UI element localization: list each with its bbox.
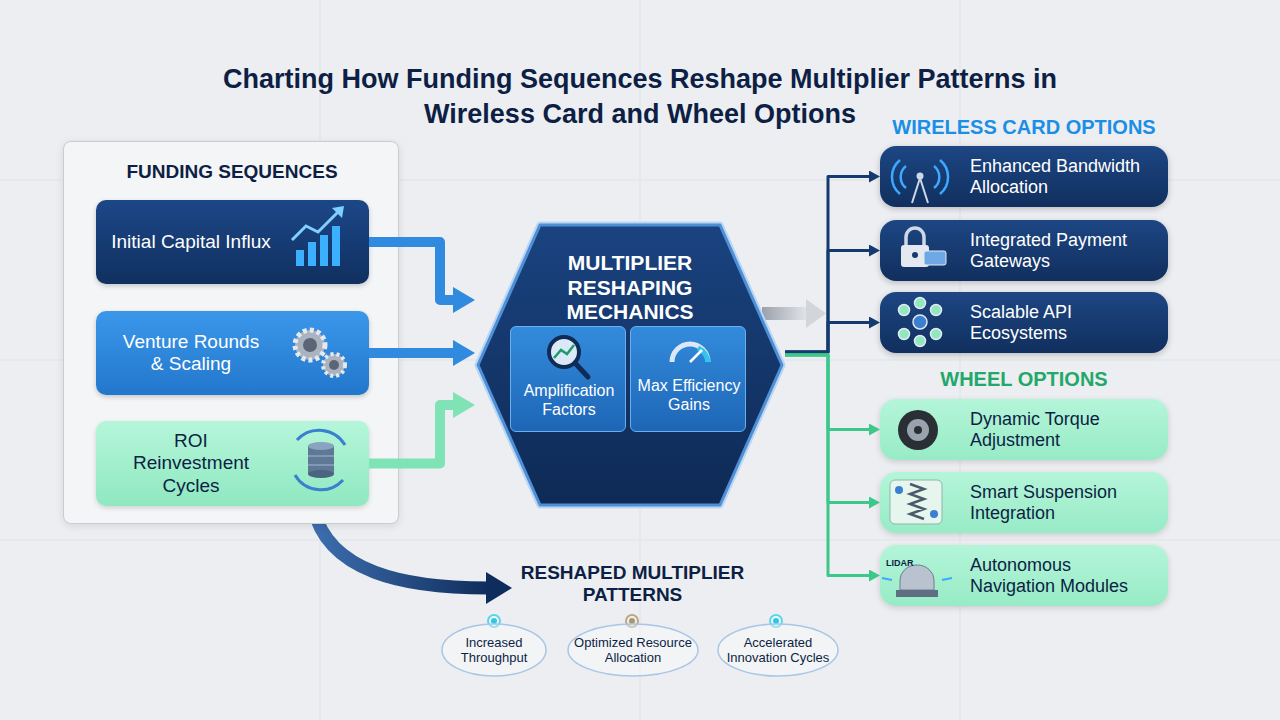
mechanic-box: Max Efficiency Gains [630, 326, 746, 432]
node-text: Optimized Resource Allocation [568, 622, 698, 678]
connector-arrow [785, 355, 869, 576]
group-panel: FUNDING SEQUENCES Initial Capital InfluxV… [63, 141, 399, 524]
hexagon-hub: MULTIPLIER RESHAPING MECHANICS Amplificat… [475, 222, 785, 508]
pattern-ellipse: Optimized Resource Allocation [566, 622, 700, 678]
group-heading: WHEEL OPTIONS [880, 368, 1168, 391]
mechanic-box: Amplification Factors [510, 326, 626, 432]
process-box: Initial Capital Influx [96, 200, 369, 284]
node-text: ROI Reinvestment Cycles [126, 421, 256, 506]
connector-arrow [785, 177, 869, 353]
connector-arrow [785, 323, 869, 353]
node-text: Scalable API Ecosystems [970, 292, 1160, 353]
flow-arrow-gray [762, 299, 826, 328]
group-heading: WIRELESS CARD OPTIONS [880, 116, 1168, 139]
group-heading: RESHAPED MULTIPLIER PATTERNS [500, 562, 765, 606]
node-text: Venture Rounds & Scaling [116, 311, 266, 395]
option-box: Integrated Payment Gateways [880, 220, 1168, 281]
hexagon-body [478, 225, 782, 505]
option-box: Autonomous Navigation Modules [880, 545, 1168, 606]
connector-arrow [785, 251, 869, 353]
process-box: ROI Reinvestment Cycles [96, 421, 369, 506]
node-text: Integrated Payment Gateways [970, 220, 1160, 281]
node-text: Max Efficiency Gains [633, 363, 745, 429]
hexagon-glow [478, 225, 782, 505]
connector-arrow [785, 355, 869, 503]
node-text: Smart Suspension Integration [970, 472, 1160, 533]
pattern-ellipse: Accelerated Innovation Cycles [716, 622, 840, 678]
option-box: Scalable API Ecosystems [880, 292, 1168, 353]
node-text: Increased Throughput [444, 622, 544, 678]
node-text: Amplification Factors [513, 373, 625, 429]
icon-label: LIDAR [886, 558, 936, 568]
pattern-ellipse: Increased Throughput [440, 622, 548, 678]
option-box: Smart Suspension Integration [880, 472, 1168, 533]
process-box: Venture Rounds & Scaling [96, 311, 369, 395]
option-box: Dynamic Torque Adjustment [880, 399, 1168, 460]
node-text: Autonomous Navigation Modules [970, 545, 1160, 606]
node-text: Initial Capital Influx [111, 200, 271, 284]
connector-arrow [785, 355, 869, 430]
node-text: Enhanced Bandwidth Allocation [970, 146, 1160, 207]
node-text: MULTIPLIER RESHAPING MECHANICS [530, 248, 730, 328]
node-text: FUNDING SEQUENCES [64, 158, 400, 186]
node-text: Dynamic Torque Adjustment [970, 399, 1160, 460]
option-box: Enhanced Bandwidth Allocation [880, 146, 1168, 207]
node-text: Accelerated Innovation Cycles [720, 622, 836, 678]
